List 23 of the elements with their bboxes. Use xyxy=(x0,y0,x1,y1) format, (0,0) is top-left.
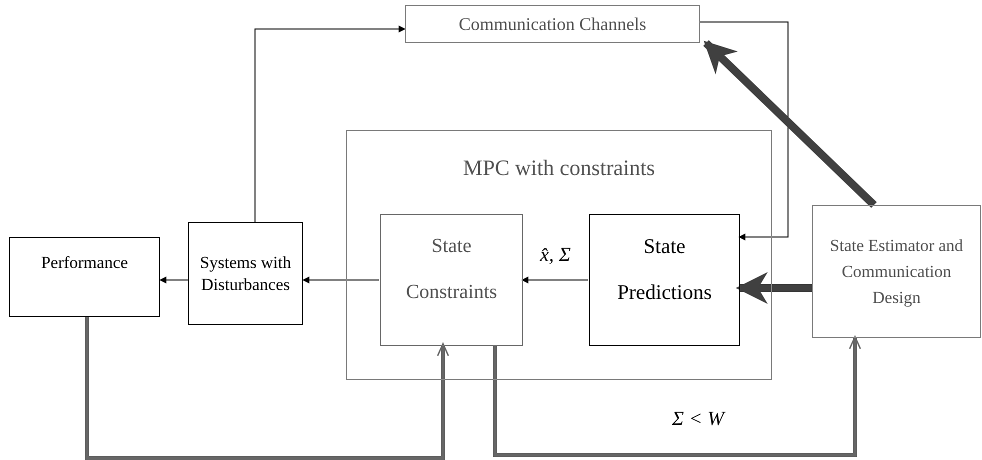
box-label: State Predictions xyxy=(616,233,713,306)
process-box xyxy=(812,205,981,338)
box-label: State Constraints xyxy=(404,234,498,305)
arrow xyxy=(493,336,862,457)
process-box xyxy=(380,214,523,346)
arrow xyxy=(703,40,877,208)
arrow xyxy=(302,276,380,284)
box-label: MPC with constraints xyxy=(463,154,655,182)
arrow xyxy=(159,276,188,284)
arrow xyxy=(85,317,450,460)
process-box xyxy=(346,130,772,380)
box-label: Communication Channels xyxy=(458,12,646,36)
arrow xyxy=(700,22,788,240)
process-box xyxy=(188,222,303,325)
process-box xyxy=(9,237,160,317)
arrow xyxy=(736,272,812,304)
box-label: State Estimator and Communication Design xyxy=(828,234,964,309)
arrow xyxy=(254,26,406,222)
box-label: Performance xyxy=(41,252,128,274)
process-box xyxy=(589,214,740,346)
process-box xyxy=(405,5,700,43)
box-label: Systems with Disturbances xyxy=(198,252,292,296)
arrow xyxy=(521,276,588,284)
